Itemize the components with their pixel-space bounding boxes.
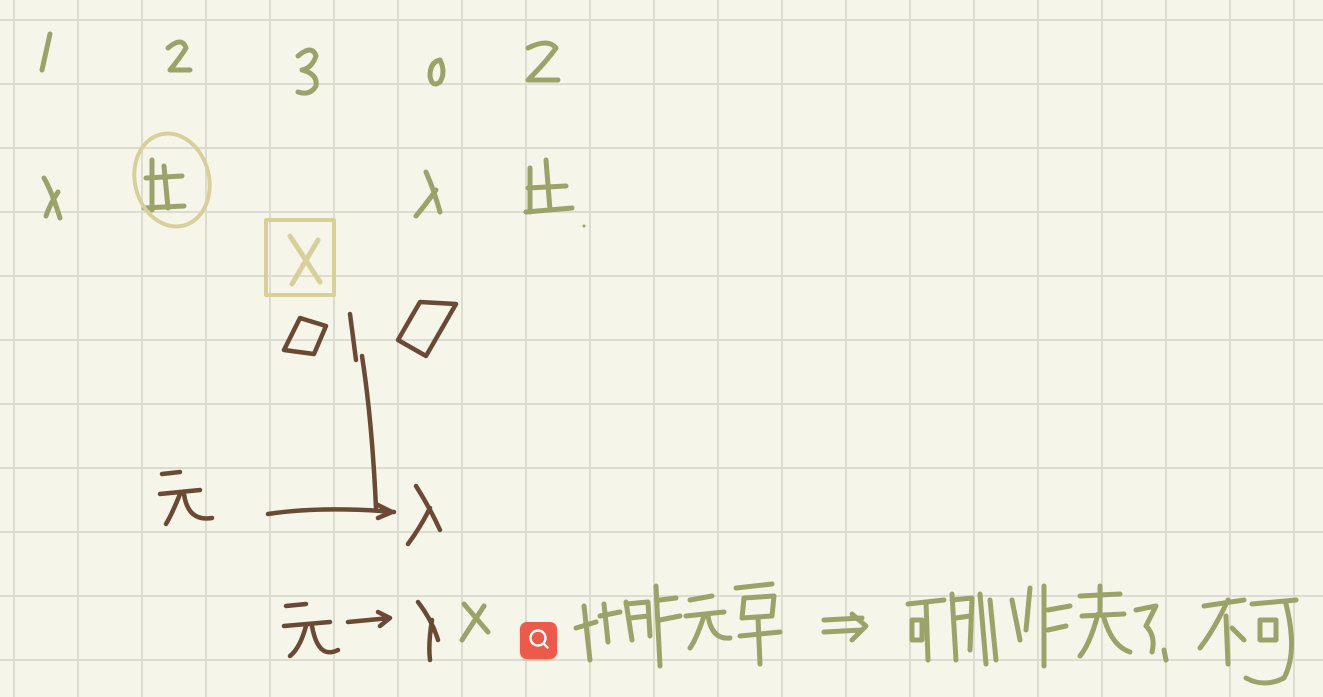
glyph-1 bbox=[573, 601, 623, 663]
glyph-7 bbox=[1009, 583, 1073, 669]
wu-symbol bbox=[157, 469, 215, 527]
x-mark bbox=[287, 233, 323, 287]
right-bracket bbox=[395, 299, 459, 359]
glyph-5 bbox=[905, 597, 947, 663]
digit-2b bbox=[525, 40, 561, 83]
status-row bbox=[41, 157, 575, 221]
search-icon bbox=[527, 627, 551, 655]
ru-symbol bbox=[405, 483, 443, 547]
digit-1 bbox=[39, 31, 53, 73]
search-button[interactable] bbox=[520, 622, 557, 659]
diagram bbox=[157, 299, 459, 663]
glyph-9 bbox=[1133, 603, 1169, 663]
digit-2 bbox=[165, 39, 193, 73]
implies-arrow bbox=[821, 611, 869, 643]
glyph-11 bbox=[1243, 597, 1299, 686]
mark-ru-1 bbox=[41, 175, 63, 221]
mark-chu-2 bbox=[523, 157, 575, 215]
left-bracket bbox=[281, 315, 329, 357]
highlight-circle bbox=[132, 131, 212, 229]
glyph-8 bbox=[1077, 583, 1133, 659]
glyph-3 bbox=[683, 593, 733, 651]
glyph-2 bbox=[623, 583, 683, 669]
mark-ru-2 bbox=[413, 169, 443, 219]
ink-dot bbox=[582, 224, 586, 228]
digit-row bbox=[39, 31, 561, 96]
glyph-10 bbox=[1197, 597, 1247, 667]
glyph-4 bbox=[733, 581, 783, 667]
x-small bbox=[459, 601, 491, 643]
arrow-line bbox=[265, 501, 397, 521]
ru-symbol-2 bbox=[415, 599, 441, 663]
digit-0 bbox=[427, 57, 446, 87]
digit-3 bbox=[295, 47, 319, 96]
stack-line bbox=[347, 311, 379, 511]
conclusion-text bbox=[459, 581, 1299, 686]
arrow-2 bbox=[345, 609, 393, 629]
mark-chu-1 bbox=[141, 157, 187, 213]
wu-symbol-2 bbox=[281, 601, 341, 659]
highlight-box bbox=[264, 218, 336, 297]
glyph-6 bbox=[949, 591, 999, 667]
